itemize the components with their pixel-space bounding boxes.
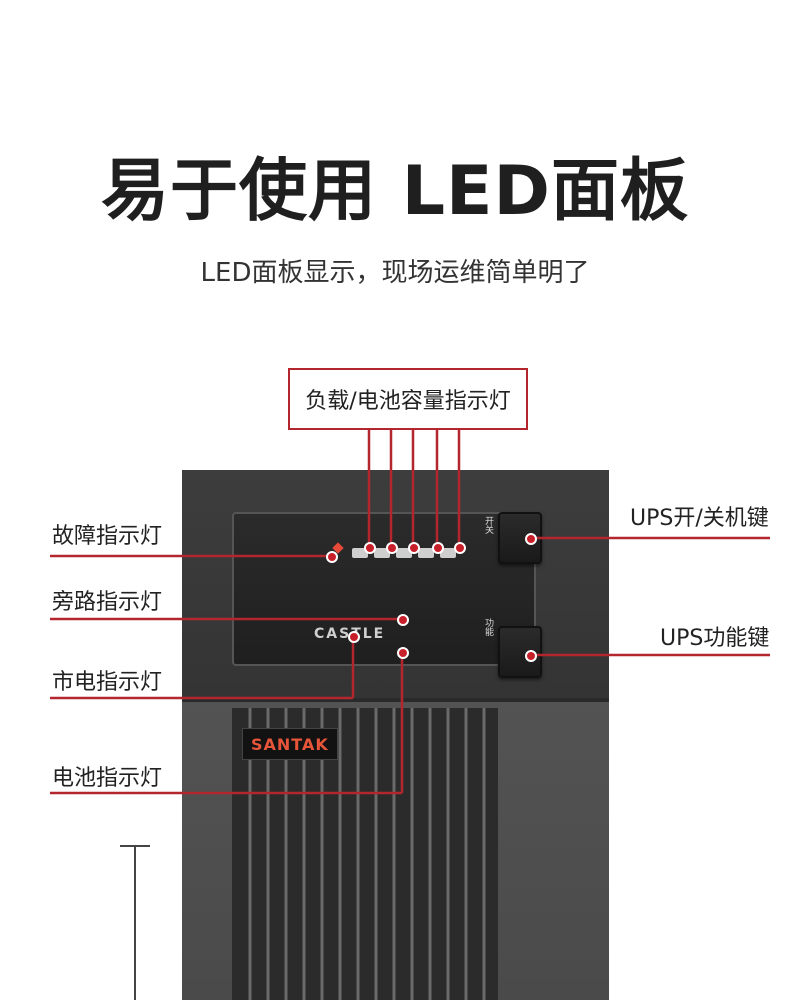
load-led-dot [364,542,376,554]
page-subtitle: LED面板显示，现场运维简单明了 [200,258,590,288]
mains-indicator-label: 市电指示灯 [52,670,163,695]
load-led-dot [432,542,444,554]
control-panel: CASTLE 开关 功能 [182,470,609,702]
power-key-label: UPS开/关机键 [630,506,769,531]
capacity-led [440,548,456,558]
page-title: 易于使用 LED面板 [101,152,689,231]
lcd-display: CASTLE [232,512,536,666]
function-key-side-label: 功能 [483,618,493,636]
function-key-label: UPS功能键 [660,626,770,651]
bypass-led-dot [397,614,409,626]
fault-led-dot [326,551,338,563]
capacity-led [352,548,368,558]
load-led-dot [386,542,398,554]
front-grille: SANTAK SANTAK [232,708,498,1000]
power-key-side-label: 开关 [483,516,493,534]
capacity-led [396,548,412,558]
capacity-led [374,548,390,558]
santak-logo: SANTAK [242,728,338,760]
load-led-dot [454,542,466,554]
battery-indicator-label: 电池指示灯 [52,766,163,791]
load-battery-callout: 负载/电池容量指示灯 [288,368,528,430]
fault-indicator-label: 故障指示灯 [52,524,163,549]
battery-led-dot [397,647,409,659]
power-key-dot [525,533,537,545]
bypass-indicator-label: 旁路指示灯 [52,590,163,615]
load-led-dot [408,542,420,554]
mains-led-dot [348,631,360,643]
function-key-dot [525,650,537,662]
capacity-led [418,548,434,558]
ups-device: CASTLE 开关 功能 SANTAK SANTAK [182,470,609,1000]
